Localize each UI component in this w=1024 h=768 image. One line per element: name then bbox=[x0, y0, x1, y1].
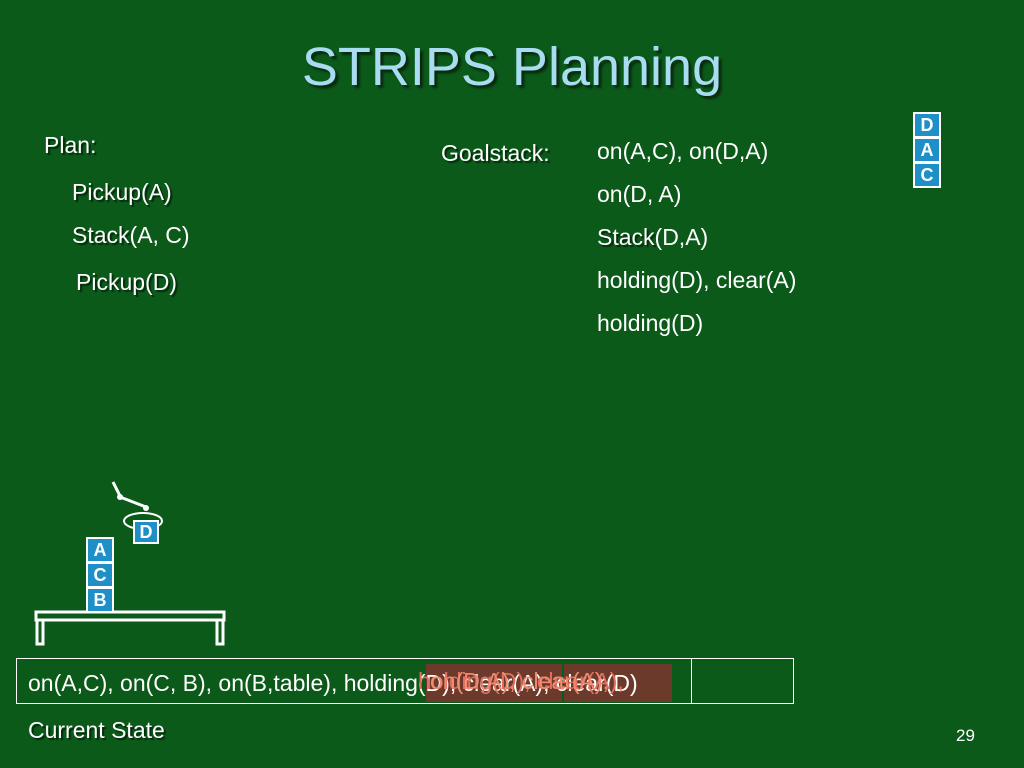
goal-item-1: on(A,C), on(D,A) bbox=[597, 138, 769, 164]
stack-block-c: C bbox=[86, 562, 114, 588]
goal-item-5: holding(D) bbox=[597, 310, 704, 336]
state-overlay-2: on(D,A), clear(A), bbox=[430, 668, 609, 694]
goal-item-2: on(D, A) bbox=[597, 181, 682, 207]
goal-item-4: holding(D), clear(A) bbox=[597, 267, 797, 293]
current-state-text: on(A,C), on(C, B), on(B,table), holding(… bbox=[28, 670, 638, 696]
page-number: 29 bbox=[956, 726, 975, 745]
state-overlay-1: holding(D), clear(A), bbox=[418, 668, 624, 694]
goal-item-3-args: (D,A) bbox=[654, 224, 709, 250]
table-icon bbox=[34, 610, 226, 646]
goal-block-a: A bbox=[913, 137, 941, 163]
goal-block-d: D bbox=[913, 112, 941, 138]
held-block-d: D bbox=[133, 520, 159, 544]
plan-step-1: Pickup(A) bbox=[72, 178, 172, 206]
goalstack-label: Goalstack: bbox=[441, 140, 550, 166]
goal-item-3-op: Stack bbox=[597, 224, 655, 250]
plan-label: Plan: bbox=[44, 132, 97, 158]
plan-step-2: Stack(A, C) bbox=[72, 221, 190, 249]
goal-block-c: C bbox=[913, 162, 941, 188]
plan-step-3-op: Pickup(D) bbox=[76, 269, 177, 295]
current-state-inner-box bbox=[16, 658, 692, 704]
plan-step-3: Pickup(D) bbox=[76, 268, 177, 296]
highlight-2 bbox=[564, 664, 672, 702]
slide-title: STRIPS Planning bbox=[301, 37, 723, 97]
plan-step-1-op: Pickup(A) bbox=[72, 179, 172, 205]
goal-item-3: Stack(D,A) bbox=[597, 223, 708, 251]
current-state-label: Current State bbox=[28, 717, 165, 743]
stack-block-a: A bbox=[86, 537, 114, 563]
plan-step-2-args: (A, C) bbox=[129, 222, 190, 248]
stack-block-b: B bbox=[86, 587, 114, 613]
plan-step-2-op: Stack bbox=[72, 222, 130, 248]
highlight-1 bbox=[426, 664, 562, 702]
